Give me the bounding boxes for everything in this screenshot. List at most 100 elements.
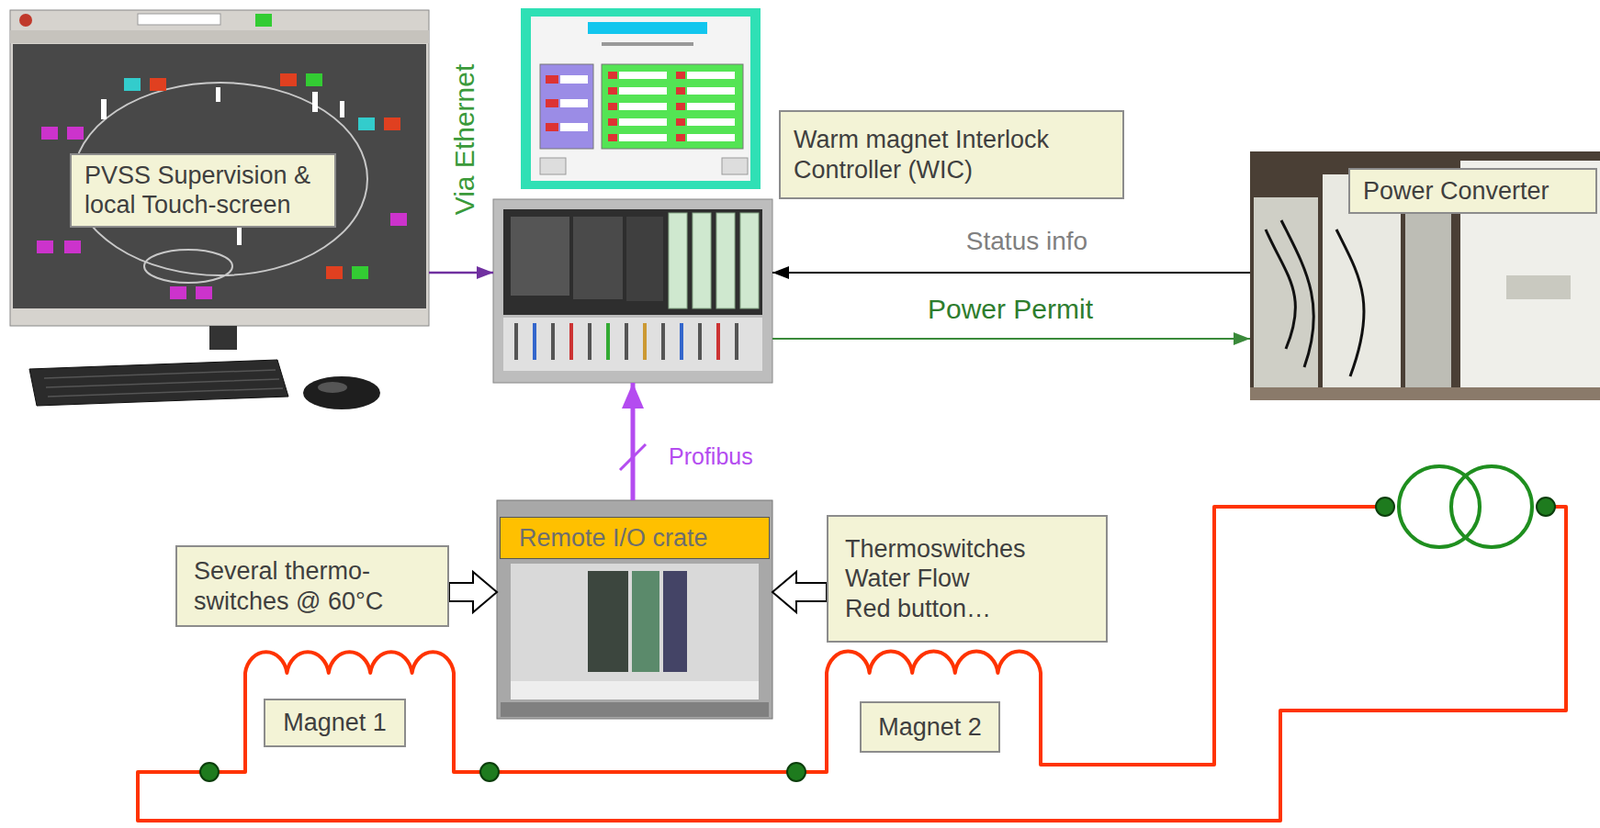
touch-screen-picture [687,102,735,111]
supervision-screenshot [305,73,323,87]
node-text: Several thermo- switches @ 60°C [193,556,415,617]
supervision-screenshot [36,240,54,254]
remote-io-crate-picture [496,500,773,720]
magnet-label: Magnet 1 [263,698,406,748]
monitor-stand-keyboard-mouse [29,326,381,410]
transformer-symbol [1398,466,1480,548]
supervision-screenshot [215,87,221,102]
wic-crate-picture [514,323,519,361]
remote-io-crate-picture [587,571,629,673]
supervision-screenshot [19,13,33,27]
wic-crate-picture [740,213,759,309]
connection-dot [787,763,806,782]
touch-screen-picture [530,16,751,181]
signal-label: Power Permit [927,293,1093,327]
wic-crate-picture [692,213,711,309]
monitor-stand-keyboard-mouse [303,376,381,410]
power-converter-picture [1250,151,1600,401]
wic-crate-picture [716,323,721,361]
transformer-symbol [1398,466,1533,548]
supervision-screenshot [236,225,242,246]
touch-screen-picture [520,8,761,190]
supervision-screenshot [390,213,407,226]
crate-bar: Remote I/O crate [499,517,770,560]
connection-dot [1536,497,1555,517]
signal-label: Via Ethernet [449,64,482,216]
wic-crate-picture [532,323,537,361]
supervision-screenshot [358,117,375,131]
monitor-stand-keyboard-mouse [29,360,289,406]
supervision-screenshot [64,240,81,254]
power-converter: Power Converter [1250,151,1600,401]
node-text: Water Flow [845,563,1090,594]
touch-screen-picture [619,71,667,79]
profibus-arrow [630,383,636,501]
signal-label: Profibus [668,443,754,471]
touch-screen-picture [687,71,735,79]
wic-crate-picture [606,323,610,361]
supervision-screenshot [10,10,429,327]
wic-crate-picture [503,317,763,372]
touch-screen-picture [560,123,588,132]
supervision-screenshot [280,73,297,87]
touch-screen-picture [520,8,761,190]
touch-screen-picture [545,99,559,108]
wic-crate-picture [493,199,773,384]
touch-screen-picture [676,102,686,111]
touch-screen-picture [608,118,618,126]
supervision-screenshot [10,10,429,327]
touch-screen-picture [619,102,667,111]
touch-screen-picture [545,123,559,132]
permit-arrow [772,338,1251,340]
power-converter-picture [1250,151,1600,401]
supervision-screenshot [12,310,427,324]
power-converter-picture [1506,275,1571,300]
wic-crate-picture [642,323,647,361]
touch-screen-picture [608,102,618,111]
remote-io-crate-picture [510,563,759,682]
supervision-screenshot [10,30,429,44]
touch-screen-picture [687,87,735,95]
touch-screen-picture [687,134,735,142]
supervision-screenshot [326,266,343,280]
node-text: Magnet 2 [878,712,982,743]
transformer-symbol [1451,466,1533,548]
wic-crate-picture [716,213,735,309]
connection-dot [1375,497,1395,517]
wic-crate-picture [626,216,664,302]
touch-screen-picture [545,75,559,84]
connection-dot [200,763,219,782]
wic-crate-picture [734,323,739,361]
touch-screen-picture [619,134,667,142]
supervision-screenshot [255,13,272,27]
touch-screen-picture [560,75,588,84]
power-converter-picture [1265,220,1364,377]
circuit-wire [137,507,1567,822]
touch-screen-picture [540,157,566,175]
supervision-screenshot [339,101,345,118]
signal-label: Status info [966,226,1088,257]
touch-screen-picture [619,87,667,95]
wic-crate-picture [587,323,592,361]
node-text: Magnet 1 [282,708,387,738]
touch-screen-picture [676,71,686,79]
hollow-arrow [772,572,827,613]
wic-crate-picture [551,323,555,361]
wic-crate-picture [679,323,684,361]
wic-crate-picture [698,323,702,361]
wic-crate-picture [668,213,688,309]
remote-io-crate-picture [510,681,759,700]
touch-screen-picture [608,87,618,95]
wic-crate-picture [503,209,763,316]
monitor-stand-keyboard-mouse [209,326,237,350]
connection-dot [480,763,499,782]
touch-screen-picture [601,42,694,46]
touch-screen-picture [540,64,594,149]
supervision-screenshot [351,266,369,280]
touch-screen-picture [721,157,748,175]
touch-screen-picture [560,99,588,108]
wic-crate-picture [661,323,665,361]
remote-io-crate-picture [663,571,688,673]
callout-box: PVSS Supervision & local Touch-screen [69,153,337,228]
supervision-screenshot [123,78,141,91]
